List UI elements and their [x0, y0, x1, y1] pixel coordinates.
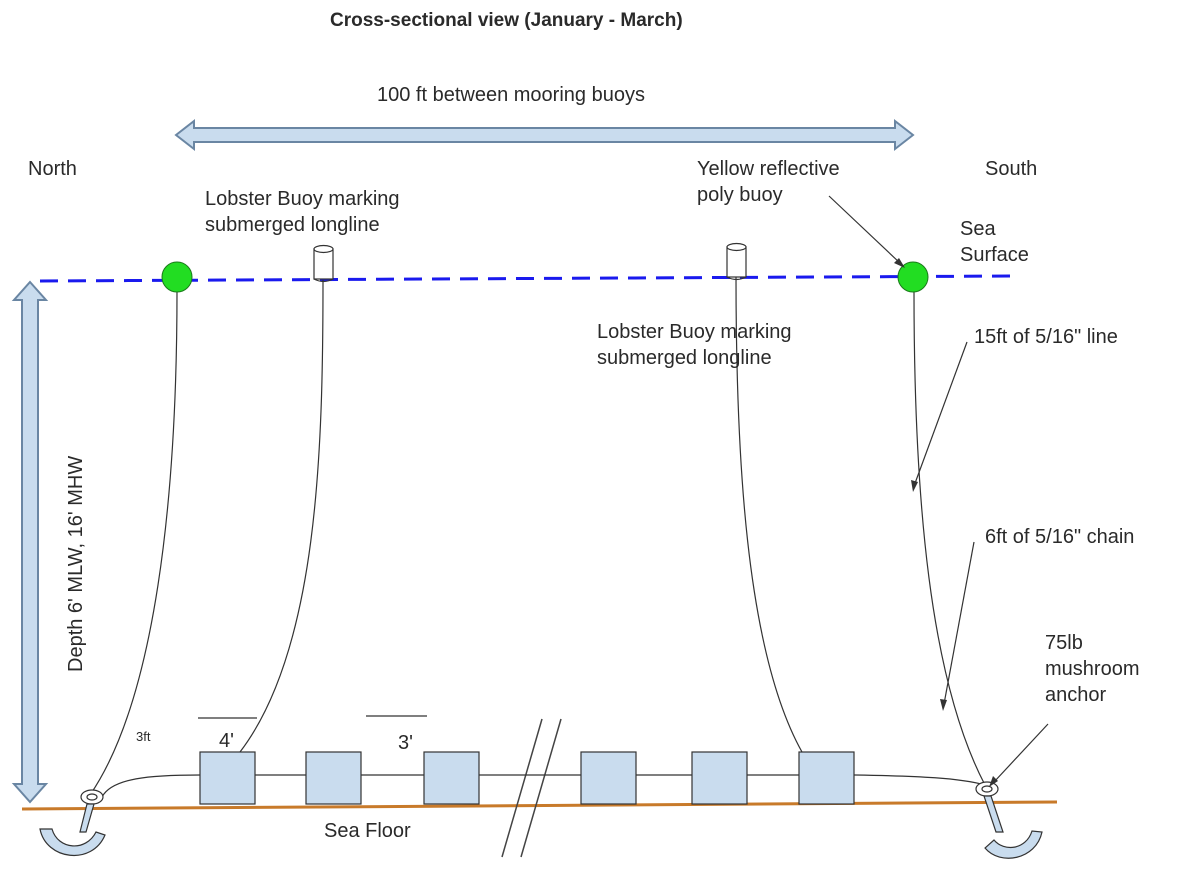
break-mark-1 [501, 718, 543, 858]
dim-4-label: 4' [219, 730, 234, 752]
spacing-double-arrow [174, 118, 915, 152]
north-mooring-line [89, 290, 178, 796]
sea-surface-label: Sea Surface [960, 218, 1029, 266]
north-anchor [39, 789, 106, 857]
cage-2 [305, 751, 362, 805]
yellow-buoy-pointer [828, 195, 905, 268]
break-mark-2 [520, 718, 562, 858]
anchor-pointer [989, 723, 1049, 787]
diagram-title: Cross-sectional view (January - March) [330, 10, 683, 31]
cage-3 [423, 751, 480, 805]
south-mooring-line [913, 291, 986, 786]
cage-1 [199, 751, 256, 805]
line-spec-pointer [911, 341, 968, 492]
sea-floor-label: Sea Floor [324, 820, 411, 842]
cage-5 [691, 751, 748, 805]
yellow-buoy-label: Yellow reflective poly buoy [697, 158, 840, 206]
lobster-buoy-left-label: Lobster Buoy marking submerged longline [205, 188, 400, 236]
anchor-label: 75lb mushroom anchor [1045, 632, 1140, 706]
spacing-label: 100 ft between mooring buoys [377, 84, 645, 106]
cage-6 [798, 751, 855, 805]
south-mooring-buoy [897, 261, 929, 293]
south-label: South [985, 158, 1038, 180]
north-mooring-buoy [161, 261, 193, 293]
right-lobster-line [735, 275, 803, 753]
north-label: North [28, 158, 77, 180]
chain-spec-pointer [940, 541, 975, 711]
longline [101, 774, 986, 798]
cage-4 [580, 751, 637, 805]
lobster-buoy-right-label: Lobster Buoy marking submerged longline [597, 321, 792, 369]
left-lobster-line [239, 279, 324, 753]
left-lobster-buoy [313, 244, 334, 283]
right-lobster-buoy [726, 242, 747, 281]
chain-spec-label: 6ft of 5/16" chain [985, 526, 1135, 548]
depth-double-arrow [11, 280, 49, 804]
dim-3-label: 3' [398, 732, 413, 754]
dim-3ft-label: 3ft [136, 729, 151, 744]
sea-surface-line [39, 274, 1016, 283]
south-anchor [975, 781, 1043, 859]
depth-label: Depth 6' MLW, 16' MHW [65, 455, 87, 672]
line-spec-label: 15ft of 5/16" line [974, 326, 1118, 348]
sea-floor-line [21, 800, 1058, 811]
